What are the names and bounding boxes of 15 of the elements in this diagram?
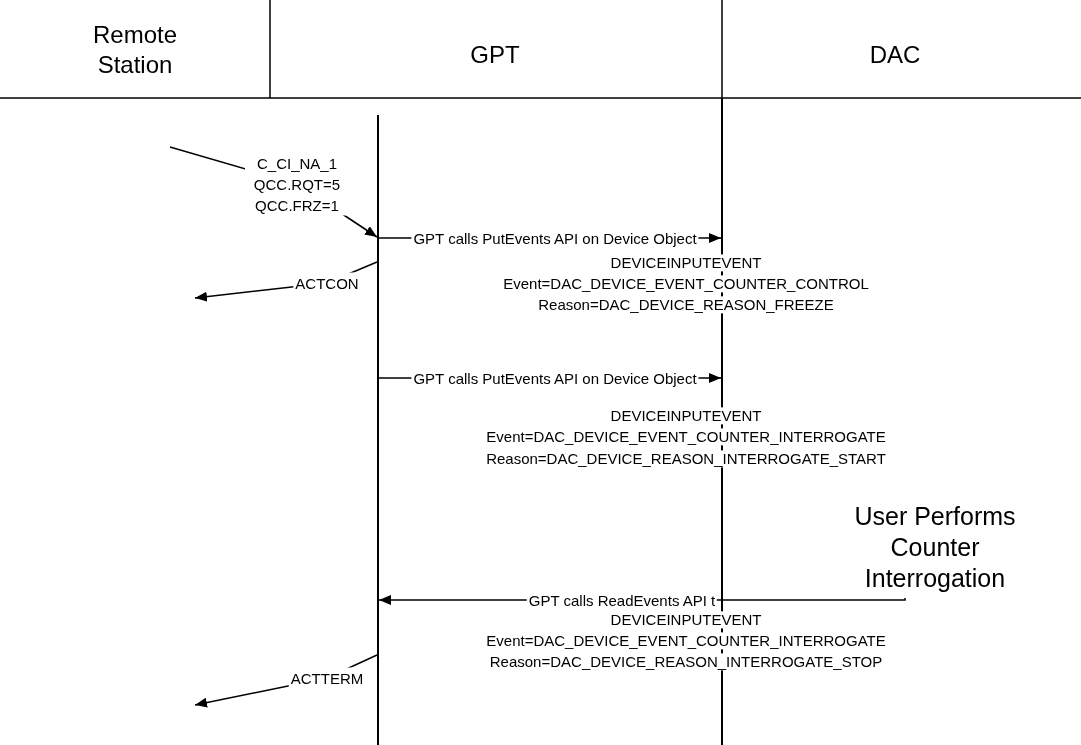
parameter-text: Event=DAC_DEVICE_EVENT_COUNTER_CONTROL — [502, 275, 870, 293]
lane-header: GPT — [470, 40, 520, 70]
parameter-text: DEVICEINPUTEVENT — [609, 407, 763, 425]
lane-header: DAC — [869, 40, 921, 70]
parameter-text: Event=DAC_DEVICE_EVENT_COUNTER_INTERROGATE — [485, 428, 887, 446]
parameter-text: DEVICEINPUTEVENT — [609, 254, 763, 272]
parameter-text: Reason=DAC_DEVICE_REASON_INTERROGATE_START — [485, 450, 887, 468]
parameter-text: Event=DAC_DEVICE_EVENT_COUNTER_INTERROGATE — [485, 632, 887, 650]
message-label: ACTTERM — [288, 667, 366, 689]
parameter-text: Reason=DAC_DEVICE_REASON_FREEZE — [537, 296, 835, 314]
parameter-text: Reason=DAC_DEVICE_REASON_INTERROGATE_STOP — [488, 653, 884, 671]
lane-header: Remote Station — [91, 20, 178, 80]
parameter-text: DEVICEINPUTEVENT — [609, 611, 763, 629]
lifeline — [377, 115, 379, 745]
note-text: User Performs Counter Interrogation — [853, 500, 1017, 595]
